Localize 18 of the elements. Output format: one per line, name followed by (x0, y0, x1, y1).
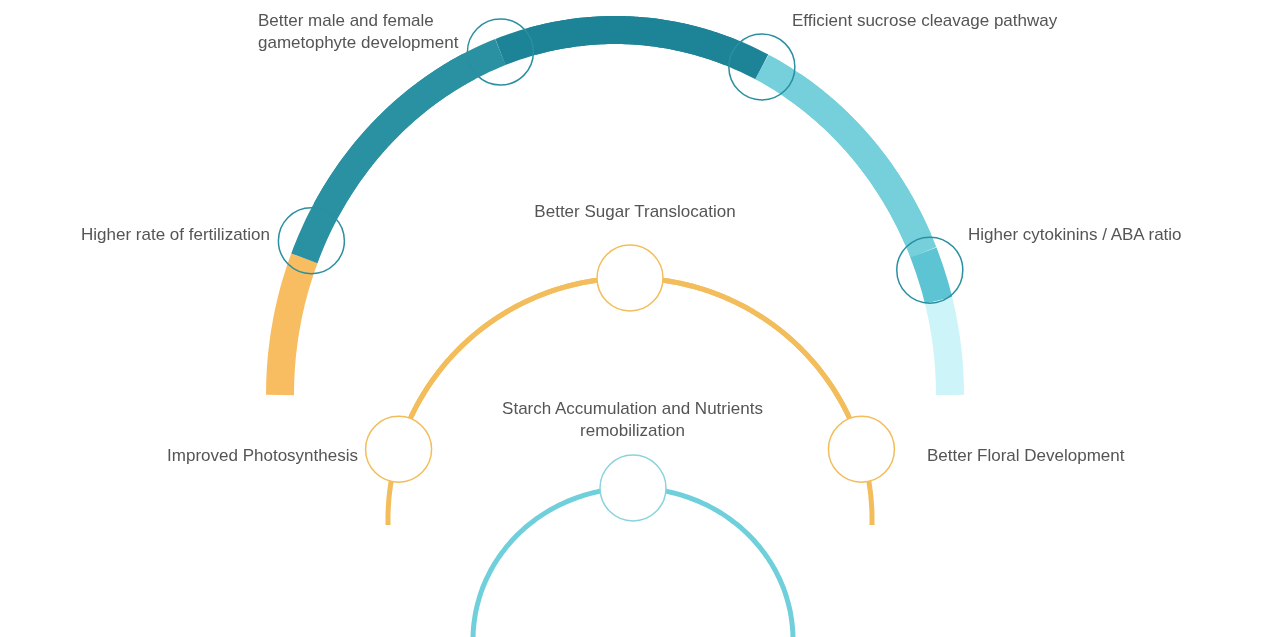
caption-text: Higher cytokinins / ABA ratio (968, 224, 1183, 246)
caption-text: Better Sugar Translocation (533, 201, 737, 223)
ring-marker (596, 244, 664, 312)
ring-marker (896, 236, 964, 304)
ring-marker (364, 415, 433, 483)
caption-text: Higher rate of fertilization (80, 224, 270, 246)
ring-marker (277, 207, 346, 275)
caption-text: Efficient sucrose cleavage pathway (792, 10, 1059, 32)
caption-text: Improved Photosynthesis (166, 445, 358, 467)
caption-text: Starch Accumulation and Nutrients remobilization (501, 398, 764, 442)
ring-marker (599, 454, 667, 522)
ring-marker (827, 415, 896, 483)
arc-connector (408, 277, 598, 420)
caption-text: Better male and female gametophyte development (258, 10, 460, 54)
arc-connector (662, 277, 852, 420)
ring-marker (466, 18, 535, 86)
caption-text: Better Floral Development (927, 445, 1126, 467)
ring-marker (728, 33, 796, 101)
